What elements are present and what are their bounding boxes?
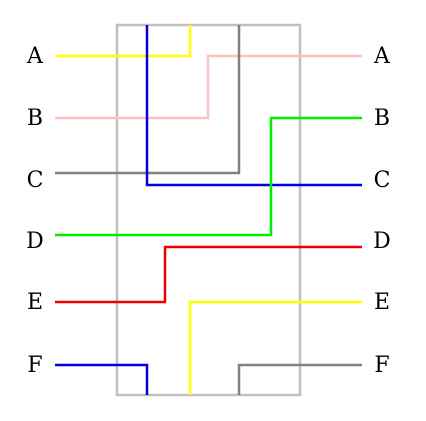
yellow-wire-bottom <box>188 300 362 395</box>
gray-wire-bottom <box>237 363 362 395</box>
pink-wire <box>55 54 362 120</box>
red-wire <box>55 245 362 304</box>
gray-wire-top <box>55 25 241 175</box>
blue-wire-bottom <box>55 363 149 395</box>
green-wire <box>55 116 362 237</box>
left-label-b: B <box>27 106 43 131</box>
left-label-a: A <box>26 44 44 69</box>
right-label-c: C <box>374 168 391 193</box>
right-label-e: E <box>374 290 390 315</box>
left-label-e: E <box>27 290 43 315</box>
right-label-a: A <box>373 44 391 69</box>
right-label-f: F <box>374 353 389 378</box>
left-label-c: C <box>27 168 44 193</box>
routing-frame <box>115 23 302 397</box>
right-label-d: D <box>373 229 391 254</box>
yellow-wire-top <box>55 25 192 58</box>
blue-wire-top <box>145 25 362 187</box>
right-label-b: B <box>374 106 390 131</box>
left-label-d: D <box>26 229 44 254</box>
left-label-f: F <box>27 353 42 378</box>
